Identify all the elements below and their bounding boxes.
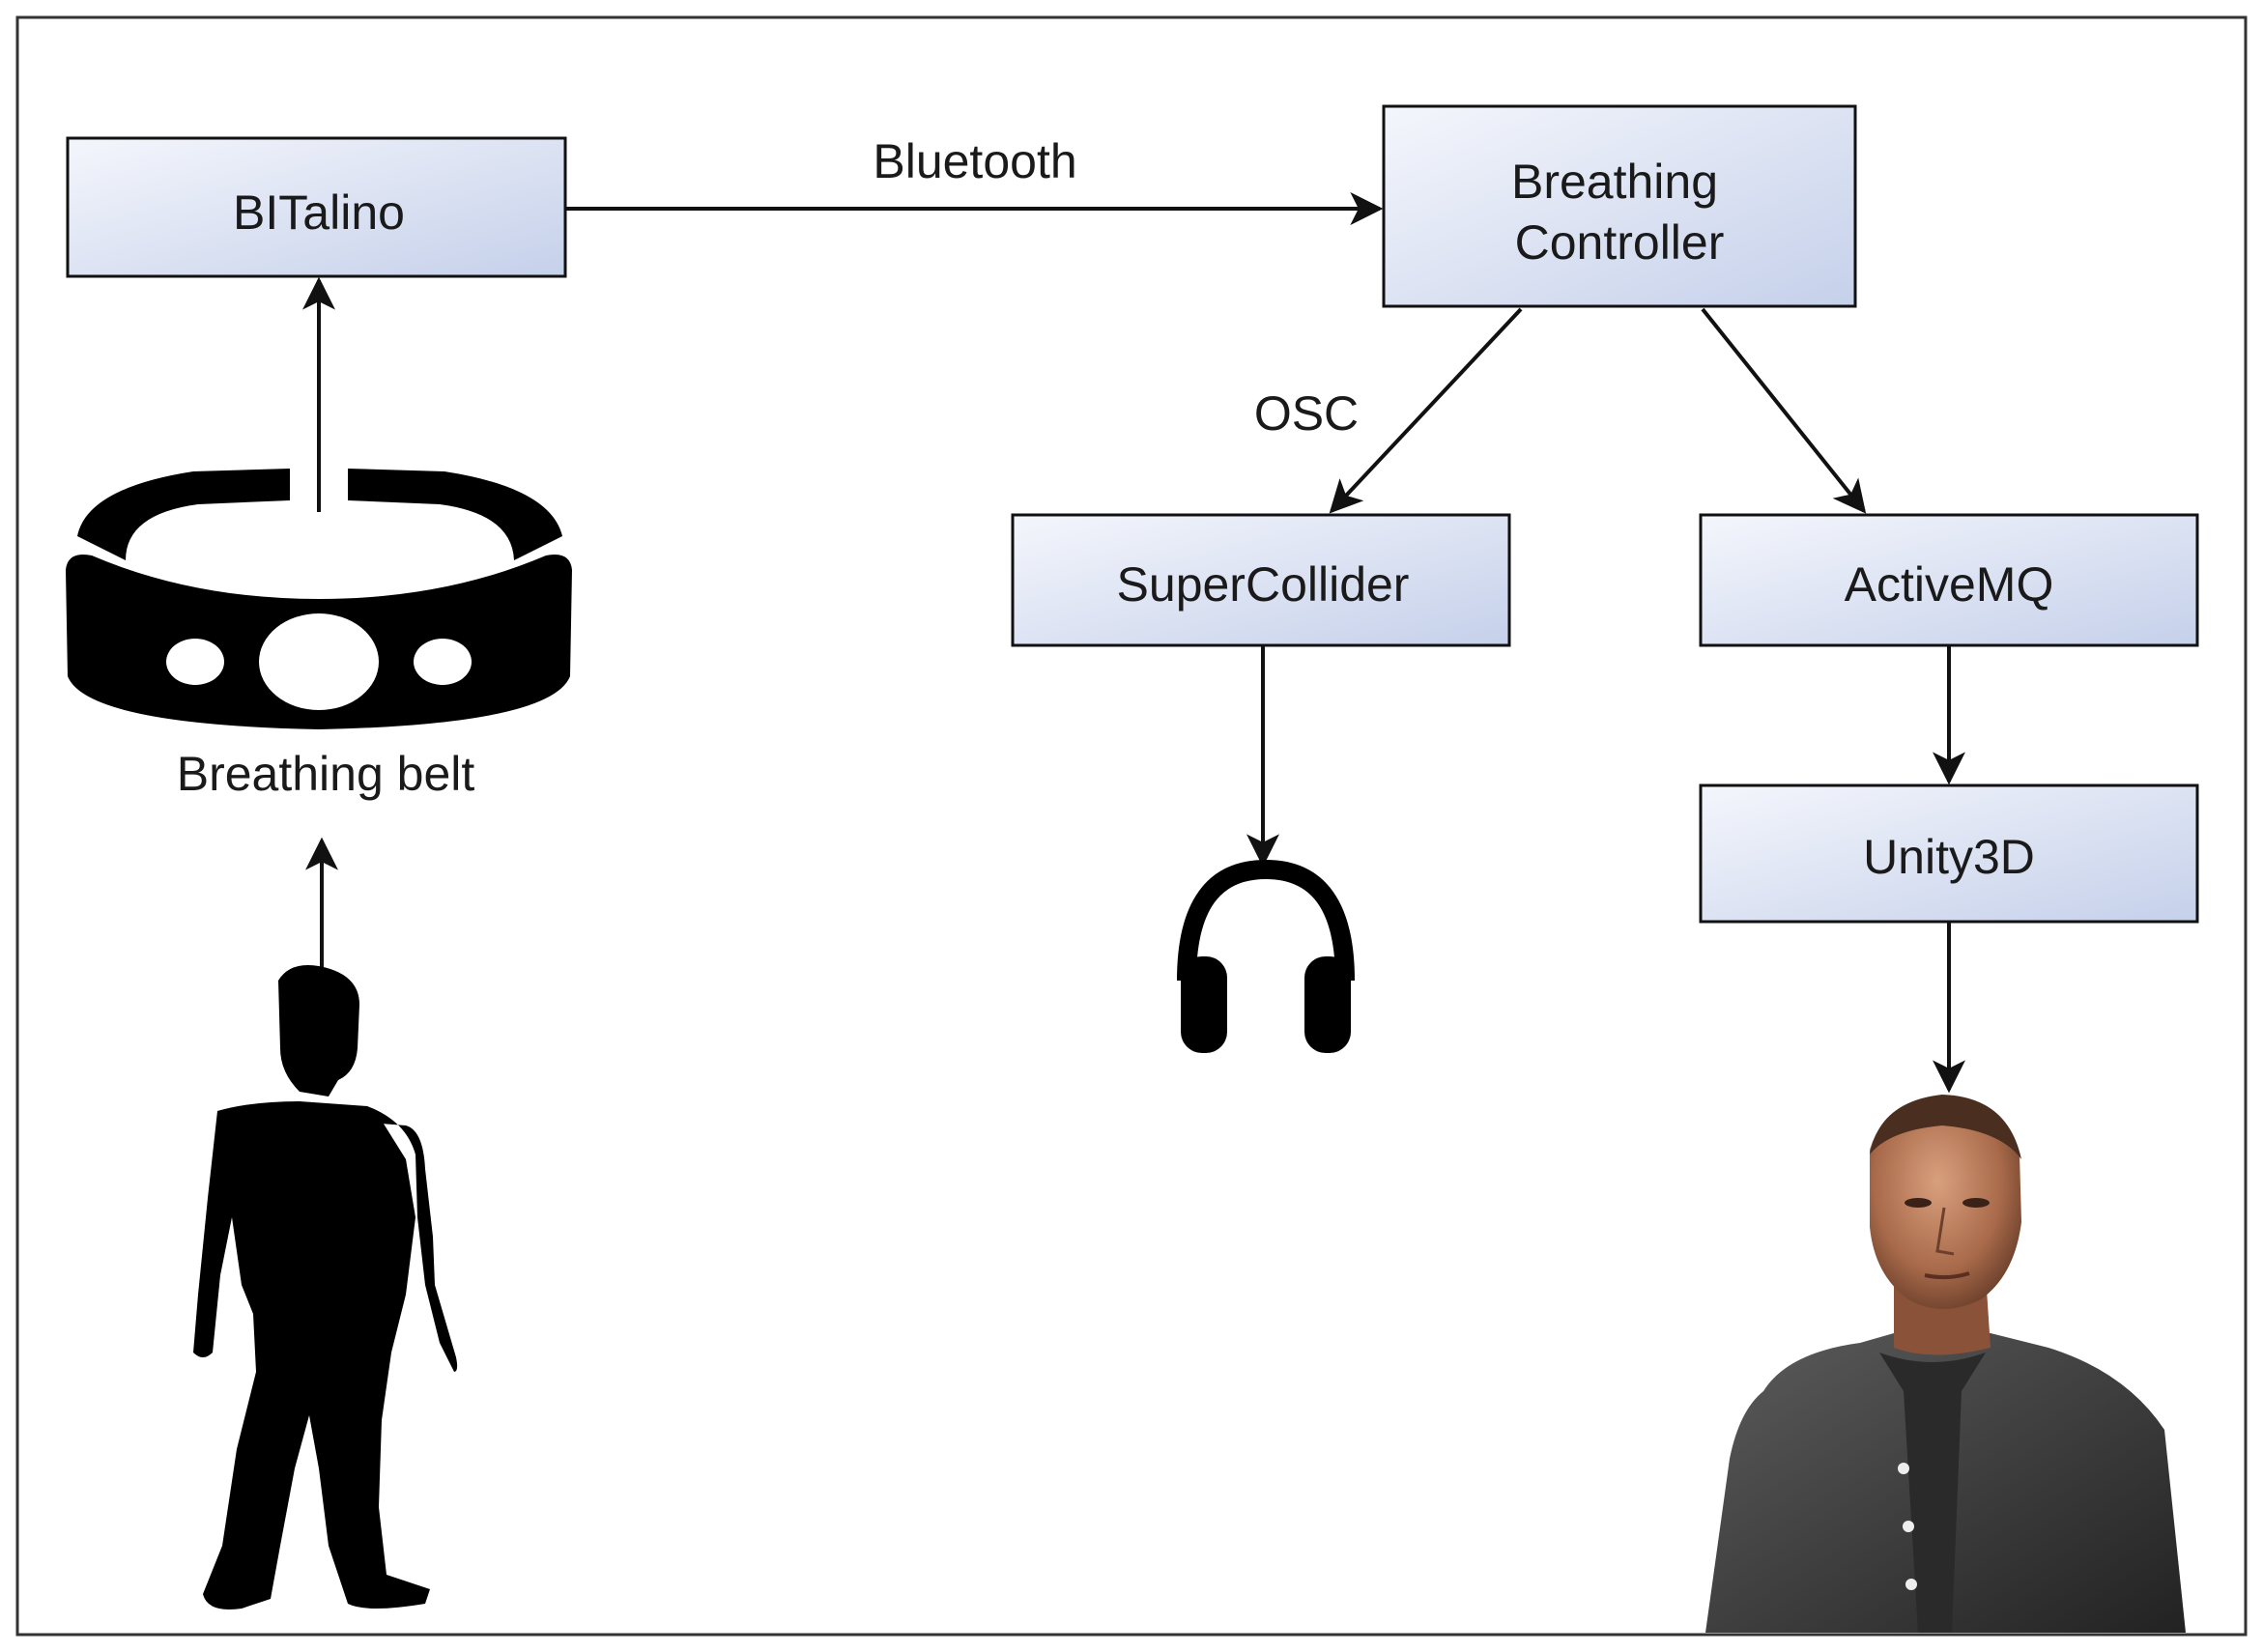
unity3d-label: Unity3D [1863,830,2035,884]
breathing-controller-label-line2: Controller [1515,215,1725,270]
breathing-controller-node: Breathing Controller [1382,104,1857,308]
headphones-icon [1177,859,1355,1053]
controller-to-supercollider-arrow [1329,307,1523,514]
osc-label: OSC [1254,386,1359,441]
activemq-label: ActiveMQ [1845,557,2054,612]
avatar-3d-image [1705,1095,2186,1633]
bitalino-label: BITalino [233,185,405,240]
breathing-controller-label-line1: Breathing [1511,155,1718,209]
activemq-node: ActiveMQ [1699,513,2199,647]
supercollider-node: SuperCollider [1011,513,1511,647]
controller-to-activemq-arrow [1701,307,1867,514]
unity3d-node: Unity3D [1699,783,2199,924]
bitalino-node: BITalino [66,136,567,278]
breathing-belt-icon: Breathing belt [66,469,572,801]
breathing-belt-caption: Breathing belt [177,747,475,801]
person-silhouette-icon [193,965,458,1609]
supercollider-label: SuperCollider [1117,557,1410,612]
bluetooth-label: Bluetooth [873,134,1076,188]
diagram-frame [15,15,2248,1637]
